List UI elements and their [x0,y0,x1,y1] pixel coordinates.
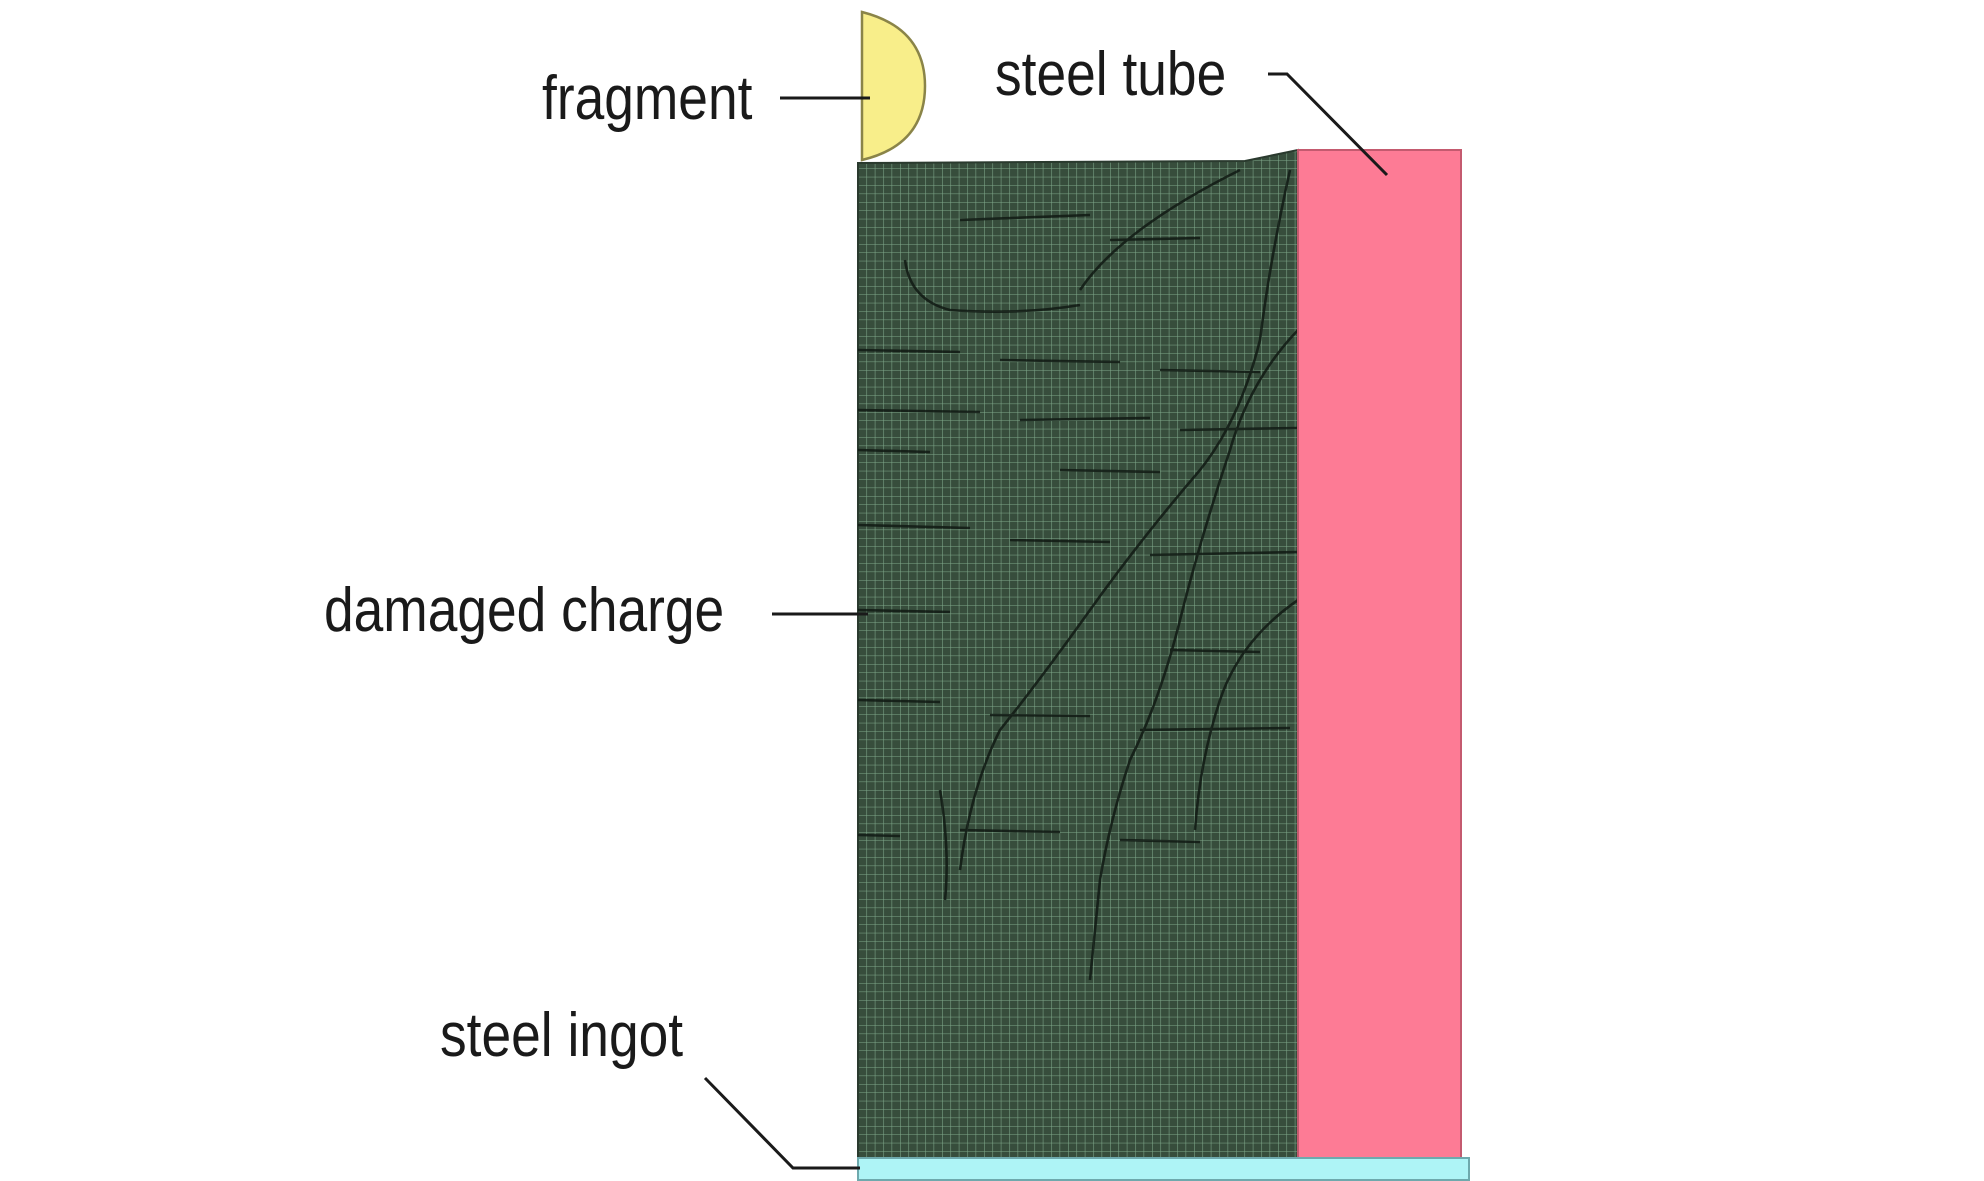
steel-ingot-leader [703,1076,860,1170]
damaged-charge-label: damaged charge [324,576,725,645]
fragment-label: fragment [542,64,753,133]
steel-ingot-bar [857,1157,1470,1181]
steel-tube-body [1297,149,1462,1159]
crack-lines [857,168,1299,981]
steel-ingot-label: steel ingot [440,1001,684,1070]
steel-tube-leader [1268,72,1389,177]
fragment-shape [860,10,927,162]
damaged-charge-mesh [857,148,1299,1159]
leader-lines [703,72,1389,1170]
steel-tube-label: steel tube [995,40,1227,109]
